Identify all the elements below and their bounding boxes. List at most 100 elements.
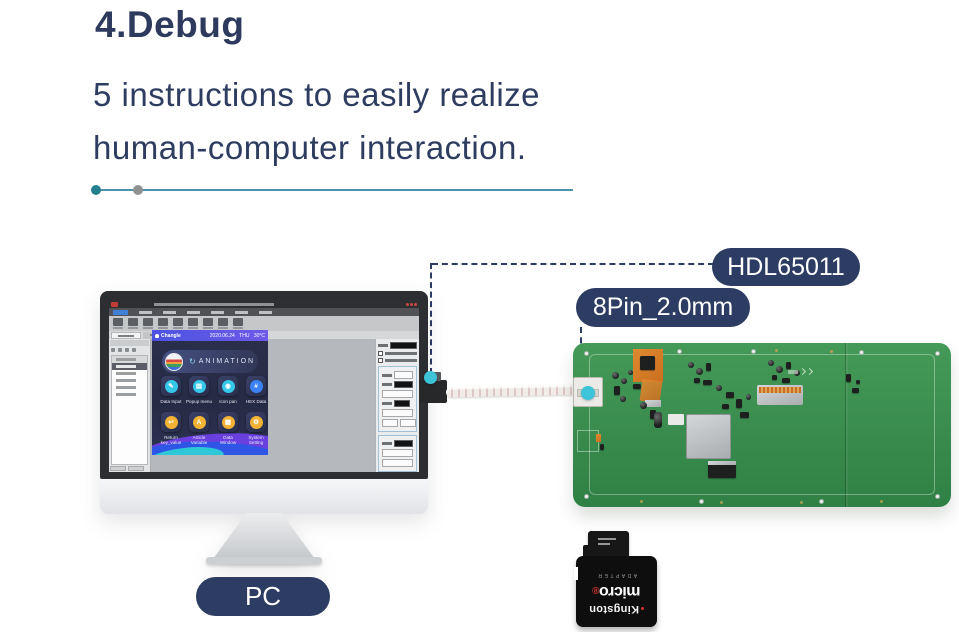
property-row [382,440,413,447]
document-tab-active [111,332,141,339]
property-row [382,449,413,457]
sd-brand: Kingston [588,603,645,615]
section-title: 4.Debug [95,4,245,45]
menu-item [187,310,200,314]
app-icon: ◉ [221,379,235,393]
app-tile-popup-menu: ▤ [189,376,209,396]
panel-tab [128,466,144,471]
user-name: Changle [161,332,181,339]
panel-toolbar-icon [111,348,115,352]
toolbar-icon [128,318,138,326]
app-label: HEX Data [245,399,267,404]
solder-pad [720,501,723,504]
list-item [112,384,147,391]
ic-component [856,380,860,384]
ic-component [600,444,604,450]
demo-banner: ↻ ANIMATION [162,350,258,373]
monitor-base [206,557,322,564]
list-item [112,391,147,398]
microsd-label-line [598,543,610,545]
ic-component [772,375,777,380]
logo-text: micro [599,583,641,600]
divider-dot-gray [133,185,143,195]
mounting-hole [859,350,864,355]
demo-date-time: 2020.06.24 THU 30°C [207,333,265,339]
ic-component [846,374,851,382]
ic-component [726,392,734,398]
banner-title: ANIMATION [198,358,256,365]
panel-header [110,340,149,346]
menu-item-active [113,309,128,315]
electrolytic-capacitor [654,412,662,428]
ic-component [736,399,742,408]
demo-statusbar: Changle 2020.06.24 THU 30°C [152,330,268,341]
panel-tab [110,466,126,471]
sd-type: ADAPTER [595,572,638,578]
property-row [382,419,416,427]
microsd-card [588,531,629,558]
mounting-hole [751,349,756,354]
section-subtitle: 5 instructions to easily realize human-c… [93,68,540,174]
window-title-text [154,303,274,306]
ic-component [852,388,859,393]
app-icon: ▦ [221,415,235,429]
window-control-icon [410,302,413,306]
solder-pad [830,350,833,353]
app-label: Article Variable [190,435,208,446]
ic-component [633,384,641,389]
ic-component [722,404,729,409]
demo-day: THU [239,332,250,339]
connector-marker-dot [581,386,595,400]
app-icon: ✎ [164,379,178,393]
mounting-hole [677,349,682,354]
capacitor [688,362,694,368]
window-control-icon [406,302,409,306]
solder-pad [775,349,778,352]
list-item [112,370,147,377]
capacitor [620,396,626,402]
ribbon-cable [445,384,579,398]
toolbar-icon [218,318,228,326]
panel-toolbar-icon [125,348,129,352]
ic-component [614,386,620,395]
solder-pad [880,500,883,503]
ic-component [650,410,656,419]
card-socket-lip [708,461,736,465]
white-component [668,414,684,425]
property-row [382,409,413,417]
flex-connector [645,400,661,407]
menu-item [211,310,224,314]
list-header [112,356,147,363]
brand-text: Kingston [588,603,640,615]
brand-dot-icon [641,607,645,611]
pc-monitor: Changle 2020.06.24 THU 30°C ↻ ANIMATION [100,291,428,564]
mounting-hole [699,499,704,504]
list-item [112,377,147,384]
panel-toolbar-icon [132,348,136,352]
capacitor [628,370,633,375]
property-panel [375,339,419,472]
menu-item [139,310,152,314]
property-group [378,366,417,432]
menu-item [259,310,272,314]
panel-bottom-tabs [110,466,144,471]
connector-marker-dot [424,371,437,384]
ffc-pins [759,387,801,393]
capacitor [746,394,751,400]
toolbar [109,316,419,331]
app-tile-icon-pan: ◉ [218,376,238,396]
capacitor [621,378,627,384]
property-row [378,342,417,349]
toolbar-icon [143,318,153,326]
ic-component [703,380,712,385]
mounting-hole [819,499,824,504]
capacitor [716,385,722,391]
ic-component [706,363,711,371]
project-tree-panel [109,339,151,472]
solder-pad [640,500,643,503]
card-socket [708,461,736,478]
divider-dot-teal [91,185,101,195]
pcb-seam [845,343,846,507]
property-row [382,400,413,407]
app-icon: ▤ [192,379,206,393]
